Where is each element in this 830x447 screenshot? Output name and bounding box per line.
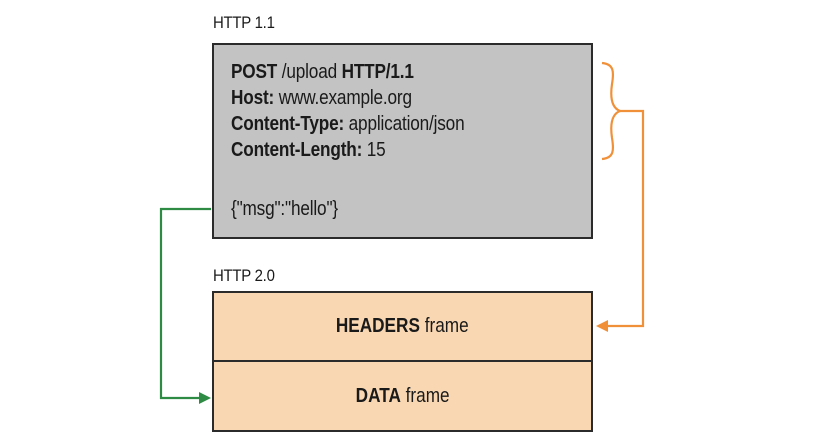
data-frame-name: DATA <box>355 384 401 407</box>
request-method: POST <box>231 61 278 83</box>
data-frame: DATA frame <box>212 360 593 432</box>
header-content-length: Content-Length: 15 <box>231 137 386 163</box>
http11-request-box: POST /upload HTTP/1.1 Host: www.example.… <box>212 43 593 239</box>
headers-arrow-line <box>606 109 645 328</box>
header-content-type: Content-Type: application/json <box>231 111 465 137</box>
request-version: HTTP/1.1 <box>341 61 414 83</box>
data-frame-text: DATA frame <box>356 385 450 408</box>
headers-arrow-head <box>596 320 608 332</box>
http11-label: HTTP 1.1 <box>213 13 275 32</box>
request-path: /upload <box>277 61 342 83</box>
headers-frame-text: HEADERS frame <box>336 315 469 338</box>
header-name: Content-Type: <box>231 113 345 135</box>
header-name: Content-Length: <box>231 139 363 161</box>
data-arrow-line <box>159 207 211 400</box>
headers-frame-name: HEADERS <box>336 315 421 337</box>
headers-brace <box>601 61 624 161</box>
request-body: {"msg":"hello"} <box>231 198 338 220</box>
request-line: POST /upload HTTP/1.1 <box>231 59 414 85</box>
headers-frame-suffix: frame <box>420 315 469 337</box>
header-value: application/json <box>344 113 465 135</box>
data-arrow-head <box>199 392 211 404</box>
header-host: Host: www.example.org <box>231 85 412 111</box>
data-frame-suffix: frame <box>400 384 450 407</box>
http2-label: HTTP 2.0 <box>213 266 275 285</box>
header-value: 15 <box>362 139 386 161</box>
headers-frame: HEADERS frame <box>212 291 593 362</box>
header-value: www.example.org <box>274 87 412 109</box>
header-name: Host: <box>231 87 275 109</box>
